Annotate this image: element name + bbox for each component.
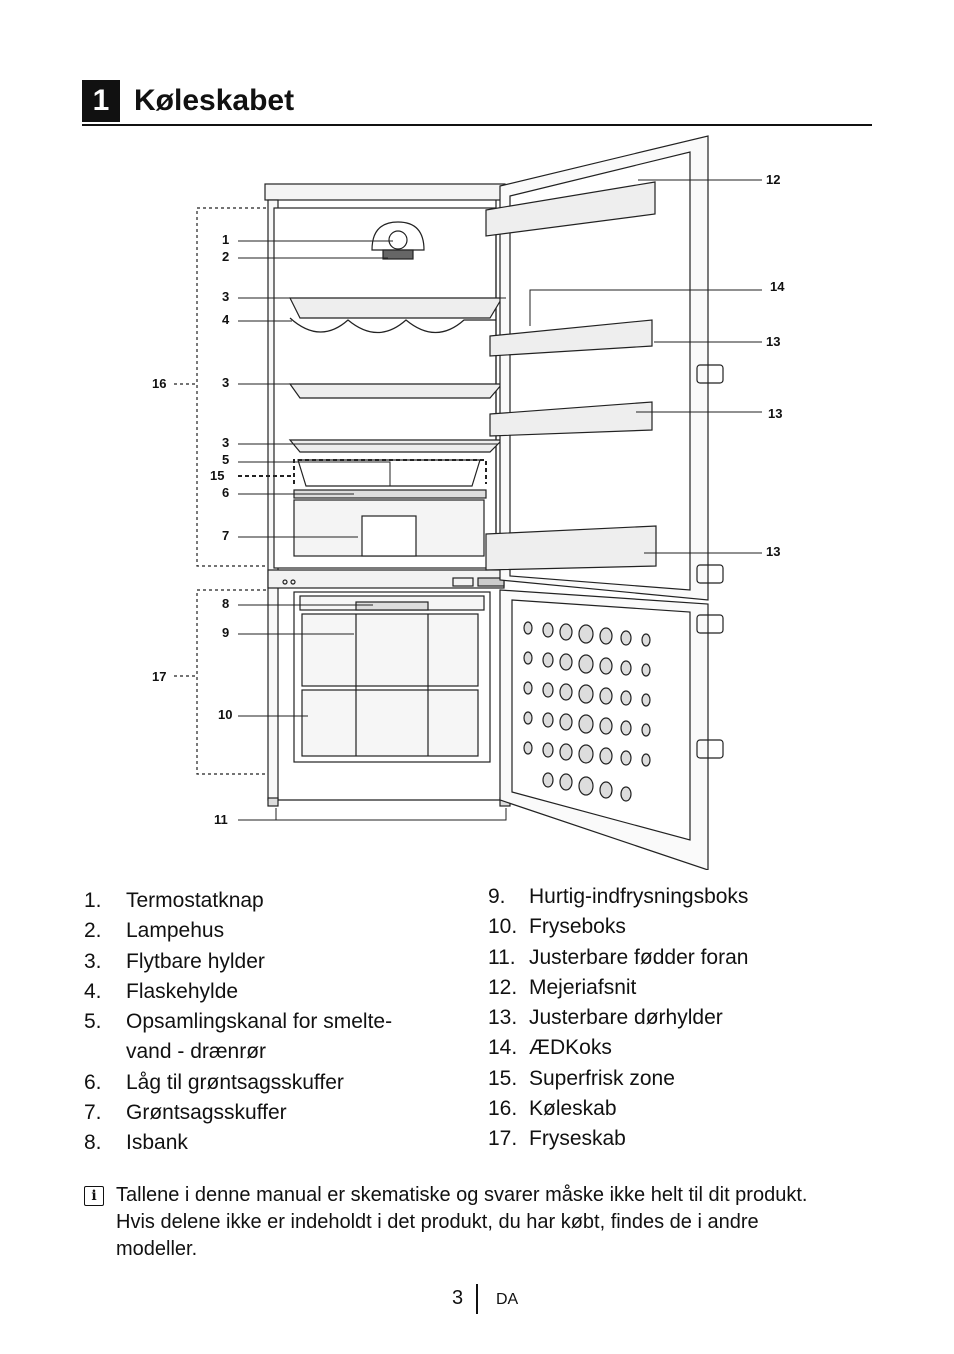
shelves xyxy=(288,297,504,557)
legend-item: 9.Hurtig-indfrysningsboks xyxy=(488,885,749,908)
callout-3: 3 xyxy=(222,375,229,390)
language-code: DA xyxy=(496,1291,519,1308)
legend-item: 3.Flytbare hylder xyxy=(84,949,265,973)
footer-divider xyxy=(476,1284,478,1314)
callout-13: 13 xyxy=(766,334,780,349)
callout-12: 12 xyxy=(766,172,780,187)
info-icon: i xyxy=(84,1186,104,1206)
callout-15: 15 xyxy=(210,468,224,483)
callout-11: 11 xyxy=(214,812,228,827)
callout-3: 3 xyxy=(222,289,229,304)
thermostat-knob xyxy=(371,221,425,260)
legend-item: 16.Køleskab xyxy=(488,1097,617,1121)
leader-lines xyxy=(238,179,762,821)
callout-8: 8 xyxy=(222,596,229,611)
legend-item: 11.Justerbare fødder foran xyxy=(488,945,749,969)
legend-item: 13.Justerbare dørhylder xyxy=(488,1006,723,1030)
legend-item: 14.ÆDKoks xyxy=(488,1036,612,1060)
note-line: Hvis delene ikke er indeholdt i det prod… xyxy=(116,1211,759,1233)
callout-5: 5 xyxy=(222,452,229,467)
section-number: 1 xyxy=(82,80,120,122)
legend-item: 10.Fryseboks xyxy=(488,915,626,939)
legend-left: 1.Termostatknap 2.Lampehus 3.Flytbare hy… xyxy=(84,886,464,1159)
legend-item: 5.Opsamlingskanal for smelte-vand - dræn… xyxy=(84,1010,393,1064)
callout-14: 14 xyxy=(770,279,785,294)
legend-item: 15.Superfrisk zone xyxy=(488,1066,675,1090)
callout-2: 2 xyxy=(222,249,229,264)
callout-7: 7 xyxy=(222,528,229,543)
callout-1: 1 xyxy=(222,232,229,247)
legend-item: 4.Flaskehylde xyxy=(84,979,239,1003)
legend-item: 1.Termostatknap xyxy=(84,889,264,912)
info-note: i Tallene i denne manual er skematiske o… xyxy=(84,1182,884,1263)
callout-6: 6 xyxy=(222,485,229,500)
callout-13: 13 xyxy=(768,406,782,421)
note-line: modeller. xyxy=(116,1238,198,1260)
callout-16: 16 xyxy=(152,376,166,391)
section-header: 1 Køleskabet xyxy=(82,80,872,126)
fridge-door xyxy=(485,135,724,601)
freezer-door xyxy=(499,589,724,870)
callout-17: 17 xyxy=(152,669,166,684)
callout-13: 13 xyxy=(766,544,780,559)
legend-item: 17.Fryseskab xyxy=(488,1127,626,1151)
callout-9: 9 xyxy=(222,625,229,640)
legend-item: 12.Mejeriafsnit xyxy=(488,975,637,999)
callout-4: 4 xyxy=(222,312,230,327)
legend-item: 7.Grøntsagsskuffer xyxy=(84,1101,287,1125)
fridge-diagram: 1 2 3 4 3 3 5 15 6 7 8 9 10 11 12 14 13 … xyxy=(152,135,785,870)
callout-3: 3 xyxy=(222,435,229,450)
legend-item: 6.Låg til grøntsagsskuffer xyxy=(84,1070,344,1094)
page-number: 3 xyxy=(452,1287,464,1309)
note-line: Tallene i denne manual er skematiske og … xyxy=(116,1184,808,1206)
legend-item: 2.Lampehus xyxy=(84,919,225,943)
callout-10: 10 xyxy=(218,707,232,722)
freezer-drawers xyxy=(299,595,485,757)
legend-item: 8.Isbank xyxy=(84,1131,188,1155)
legend-right: 9.Hurtig-indfrysningsboks 10.Fryseboks 1… xyxy=(488,882,908,1155)
section-title: Køleskabet xyxy=(134,84,295,117)
zone-brackets xyxy=(174,207,487,775)
